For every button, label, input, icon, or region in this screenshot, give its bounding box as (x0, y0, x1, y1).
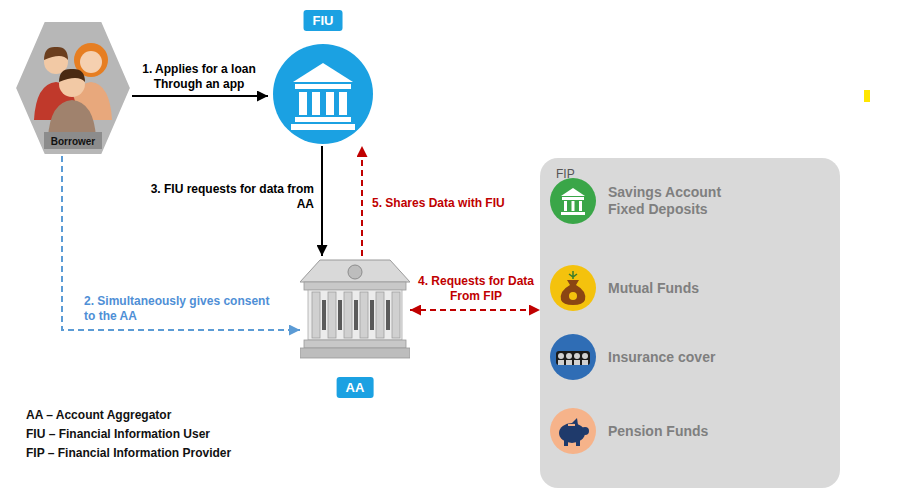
pension-icon (550, 408, 596, 454)
fip-item: Savings Account Fixed Deposits (608, 184, 758, 218)
step-label: 5. Shares Data with FIU (372, 196, 532, 211)
borrower-label: Borrower (14, 136, 132, 147)
flow-arrow (410, 309, 540, 311)
step-label: 4. Requests for Data From FIP (416, 274, 536, 304)
fiu-node: FIU (268, 10, 378, 146)
fip-item: Insurance cover (608, 349, 758, 366)
aa-node: AA (300, 256, 410, 400)
abbreviation-note: FIP – Financial Information Provider (26, 446, 231, 460)
fip-item: Pension Funds (608, 423, 758, 440)
step-label: 2. Simultaneously gives consent to the A… (84, 294, 284, 324)
source-item: Savings Account Fixed Deposits (550, 172, 830, 230)
abbreviation-note: AA – Account Aggregator (26, 408, 171, 422)
hex-node: Borrower (14, 20, 132, 156)
step-label: 3. FIU requests for data from AA (150, 182, 314, 212)
mutual-fund-icon (550, 265, 596, 311)
savings-icon (550, 178, 596, 224)
insurance-icon (550, 334, 596, 380)
flow-arrow (321, 146, 323, 256)
fiu-tag: FIU (304, 10, 343, 31)
source-item: Insurance cover (550, 328, 830, 386)
aa-building (300, 256, 410, 364)
flow-arrow (361, 146, 363, 256)
borrower-hexagon (14, 20, 132, 156)
bank-circle (273, 44, 373, 144)
fip-item: Mutual Funds (608, 280, 758, 297)
flow-arrow (132, 95, 268, 97)
aa-tag: AA (337, 377, 374, 398)
abbreviation-note: FIU – Financial Information User (26, 427, 210, 441)
fip-panel: FIPSavings Account Fixed DepositsMutual … (540, 158, 840, 488)
step-label: 1. Applies for a loan Through an app (134, 62, 264, 92)
source-item: Pension Funds (550, 402, 830, 460)
source-item: Mutual Funds (550, 259, 830, 317)
yellow-mark (864, 90, 870, 102)
